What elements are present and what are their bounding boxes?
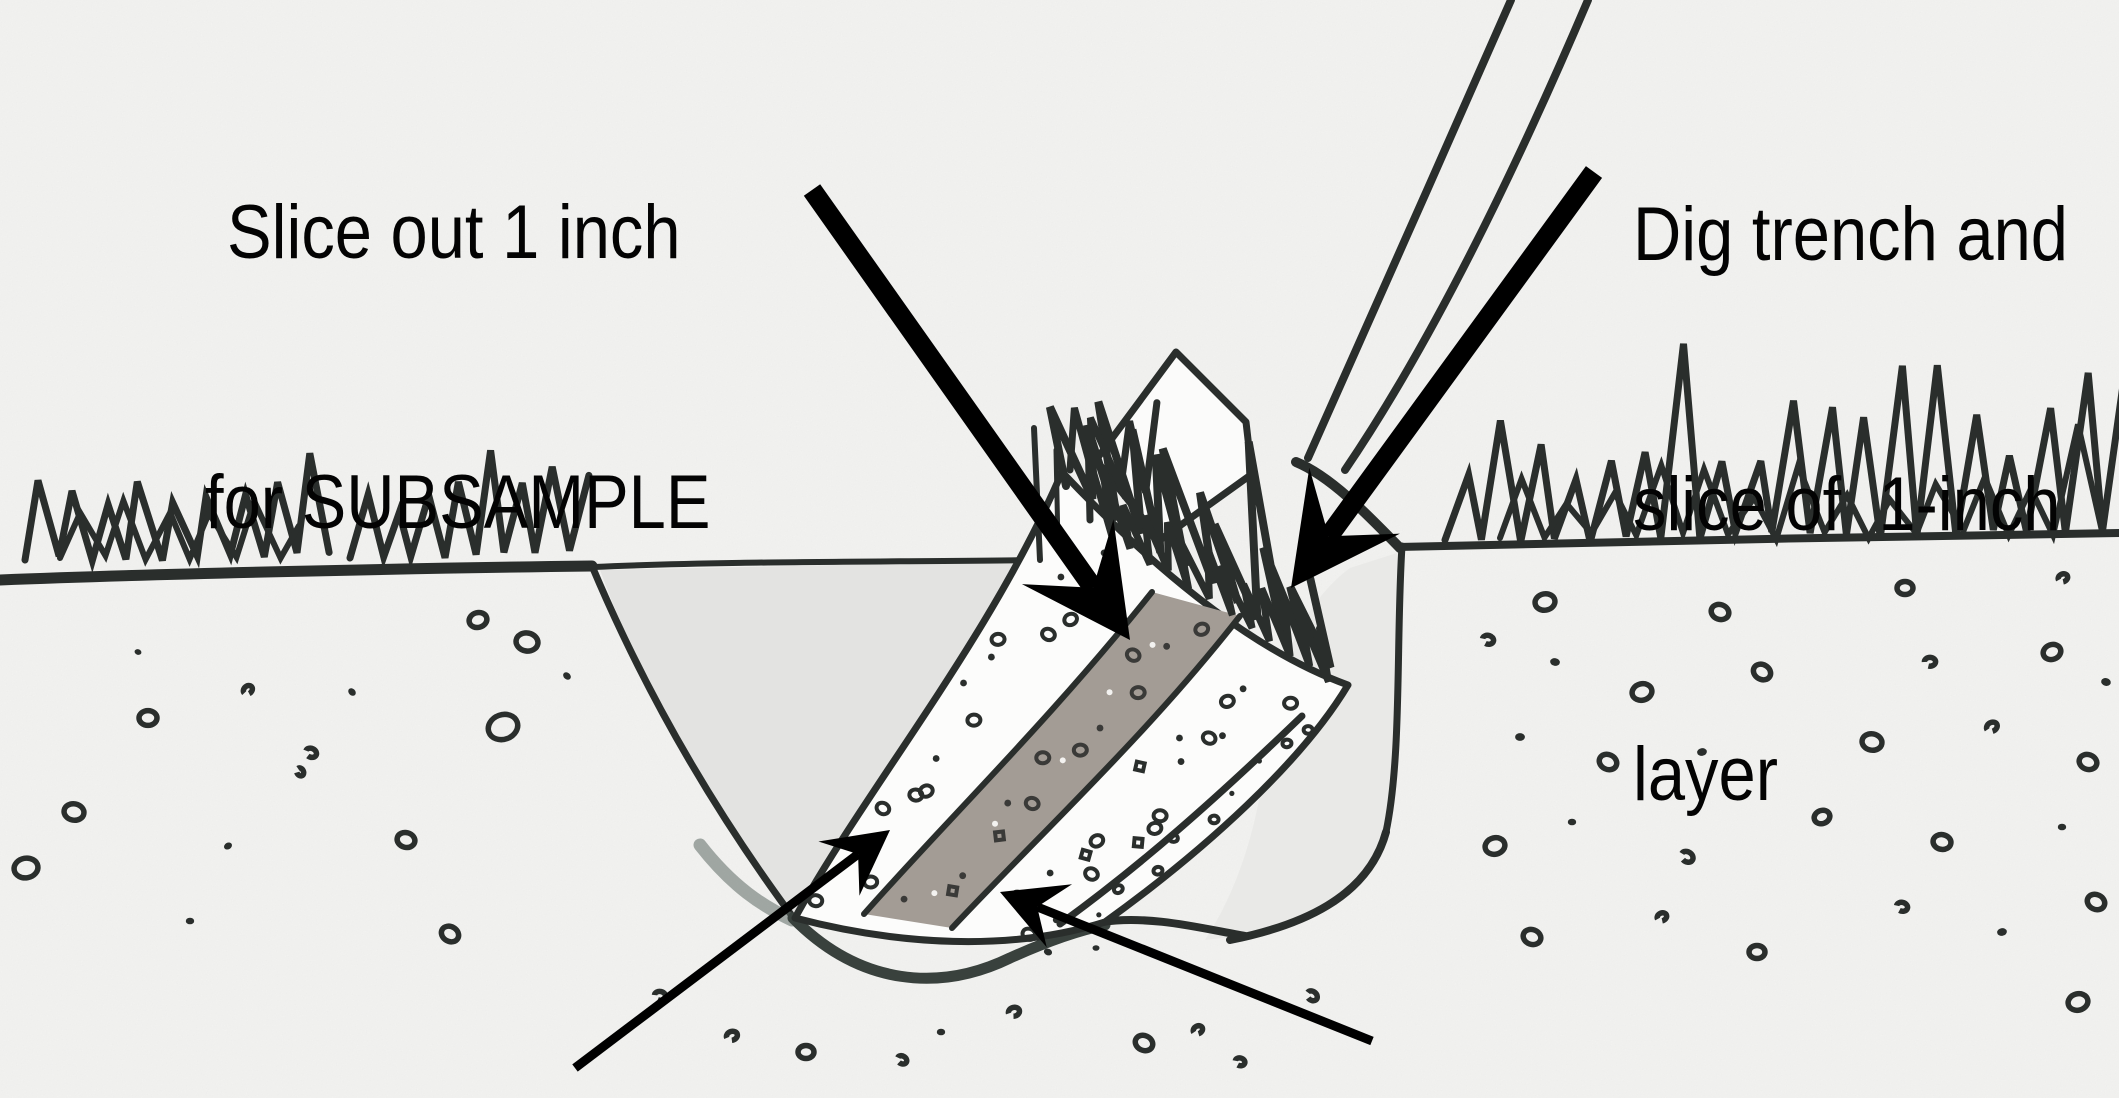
trench-wall-right xyxy=(1382,542,1406,836)
ground-line-left xyxy=(0,560,598,586)
label-line: Slice out 1 inch xyxy=(227,190,681,275)
grass-left xyxy=(21,449,593,574)
subsample-band xyxy=(864,592,1240,928)
shovel-handle xyxy=(1304,0,1515,462)
pebbles-right-soil xyxy=(1479,571,2111,1014)
slice-inner-line xyxy=(1056,712,1306,928)
trench-wall-left xyxy=(588,562,799,924)
label-line: Dig trench and xyxy=(1633,192,2068,277)
label-discard-right: Discard soil on either side of SUBSAMPLE xyxy=(1437,957,2061,1098)
soil-stipple-dots xyxy=(807,549,1315,942)
label-line: slice of 1-inch xyxy=(1633,462,2061,547)
ground-lines xyxy=(0,529,2119,586)
label-dig-trench: Dig trench and slice of 1-inch layer xyxy=(1633,10,2068,1000)
label-line: for SUBSAMPLE xyxy=(205,460,711,545)
pebbles-below-trench xyxy=(651,945,1320,1069)
soil-slice xyxy=(791,468,1352,946)
ground-line-right xyxy=(1394,529,2119,551)
pebbles-left-soil xyxy=(11,609,571,945)
label-slice-out-subsample: Slice out 1 inch for SUBSAMPLE xyxy=(205,8,710,728)
grass-right xyxy=(1441,343,2119,548)
label-discard-left: Discard soil on either side of SUBSAMPLE xyxy=(6,957,630,1098)
annotation-arrows xyxy=(572,166,1603,1072)
shovel xyxy=(1226,0,1592,944)
label-line: layer xyxy=(1633,732,1778,817)
